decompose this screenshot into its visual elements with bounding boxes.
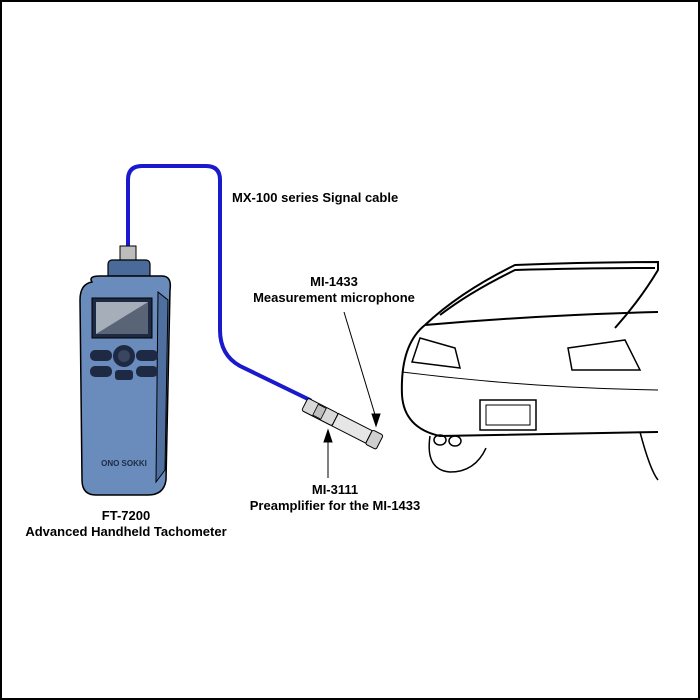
tachometer-side-grip [155, 290, 169, 484]
preamplifier-model: MI-3111 [311, 482, 359, 497]
signal-cable-label: MX-100 series Signal cable [232, 190, 399, 205]
preamplifier-microphone [301, 398, 384, 450]
tachometer-model: FT-7200 [101, 508, 151, 523]
preamplifier-label: MI-3111 Preamplifier for the MI-1433 [232, 482, 438, 514]
microphone-name: Measurement microphone [253, 290, 415, 305]
tachometer-name: Advanced Handheld Tachometer [25, 524, 227, 539]
tachometer-label: FT-7200 Advanced Handheld Tachometer [12, 508, 240, 540]
label-pointers [323, 311, 381, 478]
microphone-label: MI-1433 Measurement microphone [240, 274, 428, 306]
preamplifier-name: Preamplifier for the MI-1433 [249, 498, 421, 513]
ono-sokki-logo: ONO SOKKI [101, 459, 147, 468]
tachometer-keypad [90, 345, 158, 380]
microphone-model: MI-1433 [310, 274, 358, 289]
car-rear [400, 260, 659, 481]
signal-cable [126, 164, 312, 402]
tachometer: ONO SOKKI [79, 245, 172, 496]
